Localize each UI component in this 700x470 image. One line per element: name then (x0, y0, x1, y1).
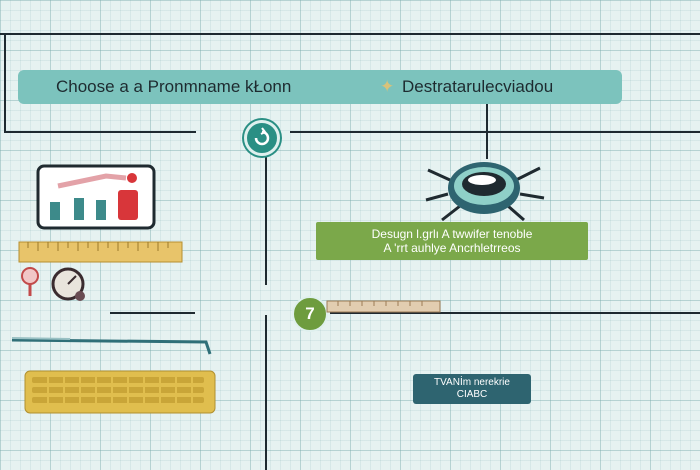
step-circle-teal (244, 120, 280, 156)
wooden-ruler-icon (326, 300, 441, 313)
ruler-icon (18, 241, 183, 263)
banner-right-text: Destratarulecviadou (402, 77, 554, 96)
center-vertical (265, 150, 267, 285)
design-box-line1: Desugn l.grlı A twwifer tenoble (371, 227, 533, 241)
title-banner: Choose a a Pronmname kŁonn ✦ Destratarul… (18, 70, 622, 104)
banner-separator-icon: ✦ (380, 77, 395, 96)
banner-left-text: Choose a a Pronmname kŁonn (56, 77, 292, 96)
keyboard-icon (24, 370, 216, 414)
step-number: 7 (305, 304, 315, 323)
mid-rule-right (330, 312, 700, 314)
design-box-line2: A 'rrt auhlye Ancrhletrreos (383, 241, 521, 255)
center-vertical-lower (265, 315, 267, 470)
bottom-box-line2: CIABC (456, 389, 488, 400)
tablet-chart-icon (36, 164, 156, 230)
design-box: Desugn l.grlı A twwifer tenoble A 'rrt a… (316, 222, 588, 260)
robot-stem (486, 104, 488, 159)
bottom-box-line1: TVANİm nerekrie (434, 377, 510, 388)
robot-eye-icon (425, 162, 545, 222)
mid-rule-left (110, 312, 195, 314)
pen-line-icon (11, 337, 212, 355)
left-frame (4, 33, 6, 133)
gauge-icon (21, 267, 85, 301)
step-circle-green: 7 (292, 296, 328, 332)
top-rule (0, 33, 700, 35)
upper-rule-left (4, 131, 196, 133)
refresh-icon (254, 127, 270, 146)
upper-rule-right (290, 131, 700, 133)
bottom-label-box: TVANİm nerekrie CIABC (413, 374, 531, 404)
